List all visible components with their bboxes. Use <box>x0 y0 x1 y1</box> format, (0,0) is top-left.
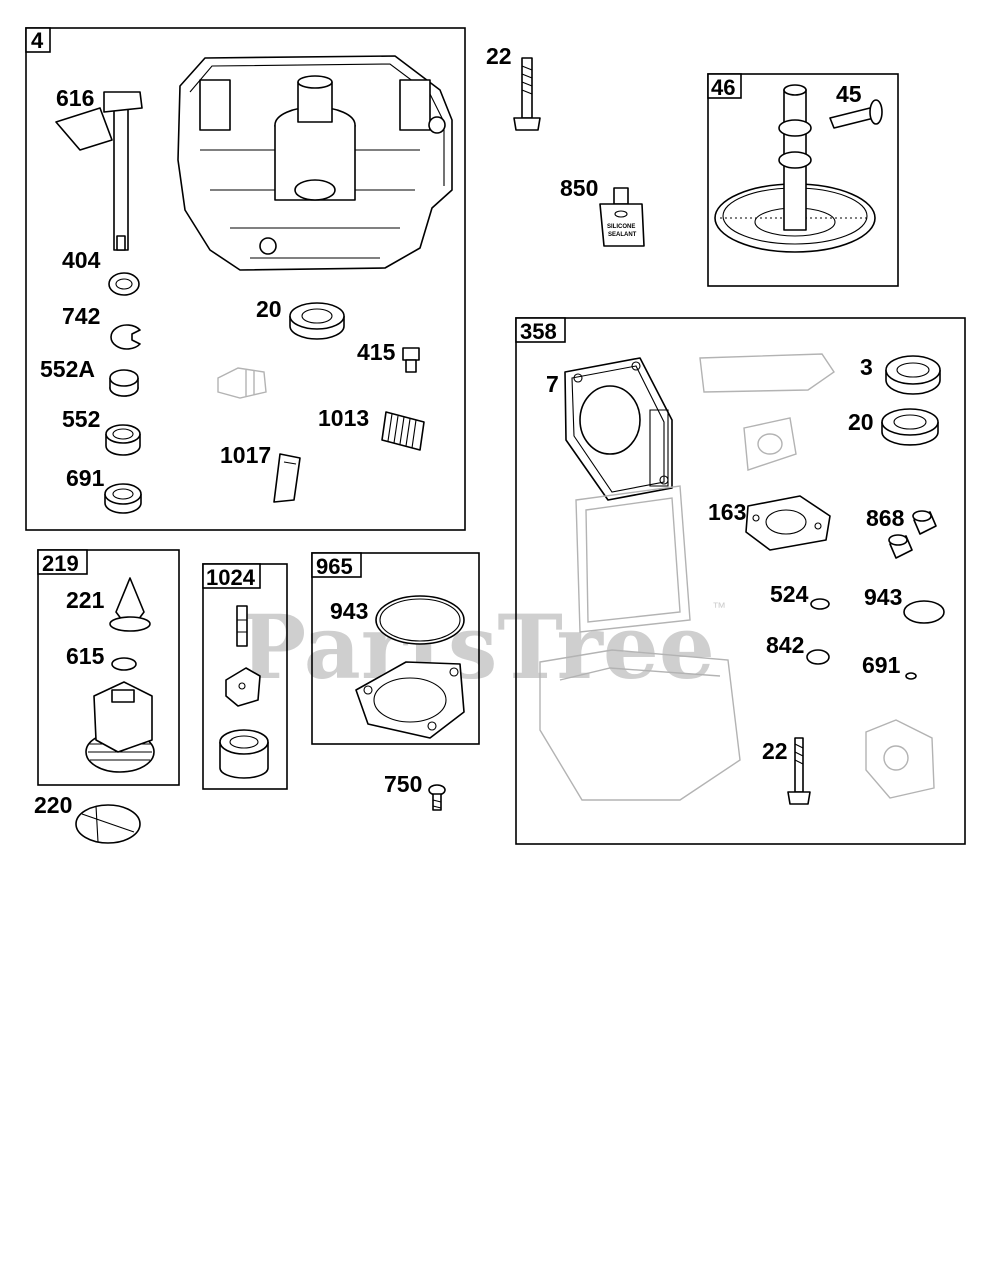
governor-shaft-part[interactable] <box>55 91 143 251</box>
governor-gear-part[interactable] <box>85 681 155 773</box>
oil-seal-part-20-right[interactable] <box>881 408 939 446</box>
callout-750: 750 <box>384 771 422 797</box>
watermark: PartsTree <box>240 595 715 699</box>
gasket-ghost-top <box>699 353 835 393</box>
clip-part-1017[interactable] <box>273 453 301 503</box>
group-box-219 <box>37 549 180 786</box>
pump-pin-part[interactable] <box>236 605 248 647</box>
bushing-part-552a[interactable] <box>109 369 139 397</box>
gasket-ghost-exhaust <box>865 719 935 799</box>
e-clip-part-742[interactable] <box>110 324 141 350</box>
washer-part-3[interactable] <box>885 355 941 395</box>
group-tag-box-219 <box>37 549 88 575</box>
callout-7: 7 <box>546 371 559 397</box>
callout-45: 45 <box>836 81 862 107</box>
ring-part-615[interactable] <box>111 657 137 671</box>
group-tag-box-46 <box>707 73 742 99</box>
seal-part-691[interactable] <box>104 483 142 514</box>
pin-part-45[interactable] <box>829 99 883 129</box>
callout-22-top: 22 <box>486 43 512 69</box>
sealant-tube-text-1: SILICONE <box>607 224 635 230</box>
group-tag-box-4 <box>25 27 51 53</box>
callout-415: 415 <box>357 339 396 365</box>
ring-part-691-right[interactable] <box>905 672 917 680</box>
callout-842: 842 <box>766 632 804 658</box>
seal-part-842[interactable] <box>806 649 830 665</box>
sealant-tube-part-850[interactable]: SILICONE SEALANT <box>599 187 645 247</box>
callout-868: 868 <box>866 505 905 531</box>
head-gasket-part-7[interactable] <box>564 357 673 501</box>
group-box-965 <box>311 552 480 745</box>
callout-20-left: 20 <box>256 296 282 322</box>
callout-850: 850 <box>560 175 598 201</box>
gasket-ghost-valve-cover <box>575 485 691 633</box>
callout-943-right: 943 <box>864 584 902 610</box>
bolt-part-22-right[interactable] <box>787 737 811 805</box>
crankcase-part[interactable] <box>177 55 453 271</box>
callout-552: 552 <box>62 406 100 432</box>
group-tag-46: 46 <box>711 75 735 100</box>
callout-22-right: 22 <box>762 738 788 764</box>
pump-cover-part[interactable] <box>355 661 465 739</box>
callout-691-left: 691 <box>66 465 105 491</box>
group-tag-box-1024 <box>202 563 261 589</box>
watermark-trademark: ™ <box>712 599 726 615</box>
screw-part-750[interactable] <box>428 784 446 811</box>
callout-221: 221 <box>66 587 105 613</box>
gasket-ghost-intake <box>743 417 797 471</box>
bolt-part-22-top[interactable] <box>513 57 541 131</box>
bushing-part-552[interactable] <box>105 424 141 456</box>
callout-552a: 552A <box>40 356 95 382</box>
group-tag-4: 4 <box>31 28 44 53</box>
group-box-358 <box>515 317 966 845</box>
callout-691-right: 691 <box>862 652 901 678</box>
callout-220: 220 <box>34 792 72 818</box>
group-tag-box-358 <box>515 317 566 343</box>
pump-rotor-outer-part[interactable] <box>219 729 269 779</box>
callout-1017: 1017 <box>220 442 271 468</box>
threaded-part-1013[interactable] <box>381 411 425 451</box>
callout-404: 404 <box>62 247 101 273</box>
guide-part-868[interactable] <box>888 510 937 559</box>
governor-pin-part-221[interactable] <box>109 577 151 632</box>
callout-524: 524 <box>770 581 809 607</box>
group-tag-219: 219 <box>42 551 79 576</box>
callout-615: 615 <box>66 643 105 669</box>
washer-part-404[interactable] <box>108 272 140 296</box>
oil-seal-part-20-left[interactable] <box>289 302 345 340</box>
group-box-4 <box>25 27 466 531</box>
group-tag-358: 358 <box>520 319 557 344</box>
plug-part-415[interactable] <box>402 347 420 373</box>
callout-163: 163 <box>708 499 746 525</box>
group-tag-box-965 <box>311 552 362 578</box>
callout-742: 742 <box>62 303 100 329</box>
callout-3: 3 <box>860 354 873 380</box>
drain-plug-ghost <box>217 367 267 399</box>
callout-1013: 1013 <box>318 405 369 431</box>
disc-part-220[interactable] <box>75 804 141 844</box>
camshaft-gear-part[interactable] <box>714 84 876 253</box>
seal-part-524[interactable] <box>810 598 830 610</box>
group-tag-965: 965 <box>316 554 353 579</box>
callout-943-left: 943 <box>330 598 368 624</box>
callout-616: 616 <box>56 85 94 111</box>
gasket-ghost-crankcase <box>539 649 741 801</box>
group-box-46 <box>707 73 899 287</box>
sealant-tube-text-2: SEALANT <box>608 232 637 238</box>
o-ring-part-943-right[interactable] <box>903 600 945 624</box>
callout-20-right: 20 <box>848 409 874 435</box>
o-ring-part-943-left[interactable] <box>375 595 465 645</box>
gasket-part-163[interactable] <box>745 495 831 551</box>
group-tag-1024: 1024 <box>206 565 256 590</box>
pump-rotor-inner-part[interactable] <box>225 667 261 707</box>
